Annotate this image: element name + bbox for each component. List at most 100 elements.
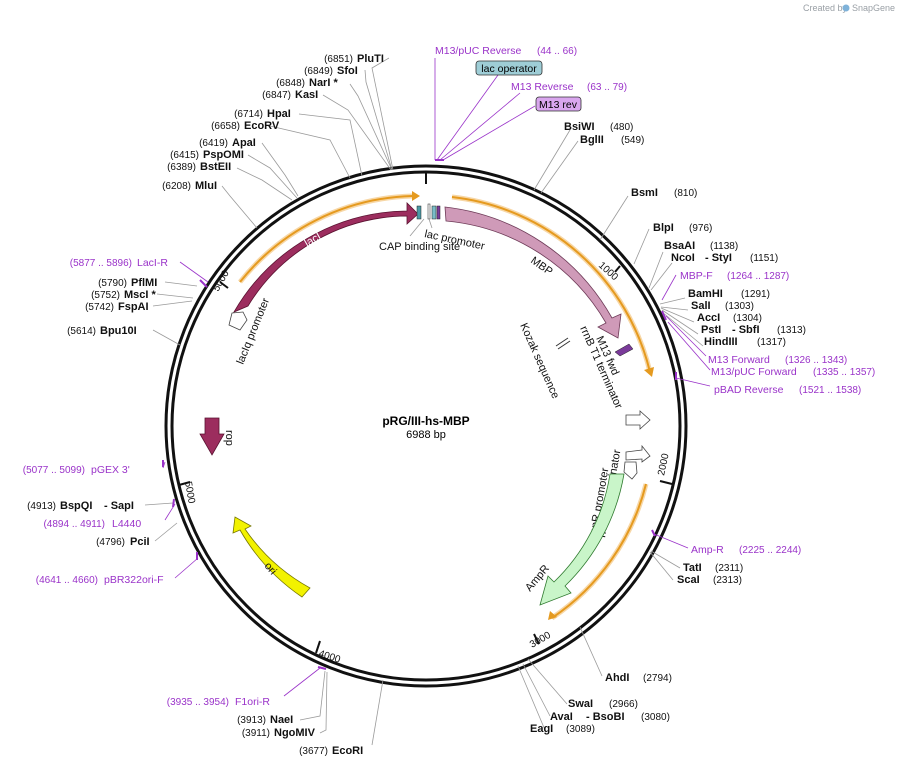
feature-lac-operator[interactable] — [431, 205, 437, 220]
enzyme-bsaAI[interactable]: BsaAI — [664, 240, 695, 252]
enzyme-pos-bamHI: (1291) — [741, 289, 770, 300]
primer-m13-forward[interactable]: M13 Forward — [708, 354, 770, 366]
tick-6000 — [219, 281, 229, 289]
enzyme-pos-apaI: (6419) — [199, 138, 228, 149]
primer-mbp-f[interactable]: MBP-F — [680, 270, 713, 282]
feature-rop[interactable] — [199, 417, 225, 456]
primer-pgex3[interactable]: pGEX 3' — [91, 464, 130, 476]
enzyme-pspOMI[interactable]: PspOMI — [203, 149, 244, 161]
enzyme-ahdI[interactable]: AhdI — [605, 672, 629, 684]
enzyme-bstEII[interactable]: BstEII — [200, 161, 231, 173]
plasmid-length: 6988 bp — [406, 429, 446, 441]
lacprom-leader — [428, 218, 433, 229]
enzyme-styI[interactable]: - StyI — [705, 252, 732, 264]
enzyme-pos-salI: (1303) — [725, 301, 754, 312]
enzyme-pflMI[interactable]: PflMI — [131, 277, 157, 289]
enzyme-tatI[interactable]: TatI — [683, 562, 702, 574]
feature-cap-site[interactable] — [416, 205, 422, 220]
primer-range-l4440: (4894 .. 4911) — [43, 519, 105, 530]
enzyme-plutI[interactable]: PluTI — [357, 53, 384, 65]
enzymes-left: (5790) PflMI (5752) MscI * (5742) FspAI … — [27, 277, 157, 548]
primer-m13-reverse[interactable]: M13 Reverse — [511, 81, 574, 93]
enzyme-pos-narI: (6848) — [276, 78, 305, 89]
primer-f1ori-r[interactable]: F1ori-R — [235, 696, 270, 708]
enzyme-pos-mscI: (5752) — [91, 290, 120, 301]
enzyme-sbfI[interactable]: - SbfI — [732, 324, 760, 336]
enzyme-pos-hpaI: (6714) — [234, 109, 263, 120]
enzyme-avaI[interactable]: AvaI — [550, 711, 573, 723]
enzymes-right: BsiWI (480) BglII (549) BsmI (810) BlpI … — [530, 121, 806, 735]
primer-laci-r[interactable]: LacI-R — [137, 257, 168, 269]
enzyme-naeI[interactable]: NaeI — [270, 714, 293, 726]
enzyme-pos-accI: (1304) — [733, 313, 762, 324]
enzyme-pciI[interactable]: PciI — [130, 536, 150, 548]
enzyme-scaI[interactable]: ScaI — [677, 574, 700, 586]
lac-operator-box[interactable] — [475, 60, 543, 76]
enzyme-ecoRI[interactable]: EcoRI — [332, 745, 363, 757]
feature-ori[interactable] — [232, 516, 311, 598]
enzyme-mscI[interactable]: MscI * — [124, 289, 157, 301]
enzyme-pos-pstI: (1313) — [777, 325, 806, 336]
enzyme-bsoBI[interactable]: - BsoBI — [586, 711, 625, 723]
plasmid-name: pRG/III-hs-MBP — [382, 414, 469, 428]
enzyme-hindIII[interactable]: HindIII — [704, 336, 738, 348]
enzyme-salI[interactable]: SalI — [691, 300, 711, 312]
enzyme-pos-fspAI: (5742) — [85, 302, 114, 313]
feature-mbp[interactable] — [444, 206, 622, 339]
enzyme-bglII[interactable]: BglII — [580, 134, 604, 146]
enzyme-ecoRV[interactable]: EcoRV — [244, 120, 280, 132]
enzyme-leaders — [144, 57, 704, 746]
enzyme-pos-bpu10I: (5614) — [67, 326, 96, 337]
enzyme-hpaI[interactable]: HpaI — [267, 108, 291, 120]
feature-ampr[interactable] — [539, 473, 625, 606]
primer-leaders — [162, 58, 711, 697]
orf-arrowhead-mbp — [644, 367, 654, 377]
tick-4000 — [315, 640, 321, 654]
feature-lac-promoter[interactable] — [427, 203, 431, 220]
enzyme-mluI[interactable]: MluI — [195, 180, 217, 192]
primer-pbr322ori-f[interactable]: pBR322ori-F — [104, 574, 164, 586]
feature-kozak[interactable] — [555, 337, 569, 347]
enzyme-kasI[interactable]: KasI — [295, 89, 318, 101]
feature-m13-rev[interactable] — [436, 205, 441, 220]
feature-ampr-promoter[interactable] — [623, 461, 638, 480]
primer-m13-puc-forward[interactable]: M13/pUC Forward — [711, 366, 797, 378]
primer-marks — [162, 159, 677, 670]
enzyme-apaI[interactable]: ApaI — [232, 137, 256, 149]
feature-label-kozak: Kozak sequence — [517, 321, 561, 400]
enzyme-sfoI[interactable]: SfoI — [337, 65, 358, 77]
enzyme-bsiWI[interactable]: BsiWI — [564, 121, 595, 133]
enzyme-narI[interactable]: NarI * — [309, 77, 338, 89]
enzyme-ncoI[interactable]: NcoI — [671, 252, 695, 264]
enzyme-pos-kasI: (6847) — [262, 90, 291, 101]
enzyme-pos-bsmI: (810) — [674, 188, 697, 199]
primer-amp-r[interactable]: Amp-R — [691, 544, 724, 556]
enzyme-bsmI[interactable]: BsmI — [631, 187, 658, 199]
backbone-outer — [164, 164, 688, 688]
enzyme-bpu10I[interactable]: Bpu10I — [100, 325, 137, 337]
enzyme-sapI[interactable]: - SapI — [104, 500, 134, 512]
cap-leader — [409, 218, 425, 237]
enzyme-bamHI[interactable]: BamHI — [688, 288, 723, 300]
ticks — [178, 172, 673, 654]
feature-rrnb-t2[interactable] — [625, 444, 651, 463]
enzyme-pos-bsaAI: (1138) — [710, 241, 738, 252]
m13-rev-box[interactable] — [535, 96, 582, 112]
enzyme-ngoMIV[interactable]: NgoMIV — [274, 727, 316, 739]
primer-pbad-reverse[interactable]: pBAD Reverse — [714, 384, 784, 396]
enzyme-eagI[interactable]: EagI — [530, 723, 553, 735]
primer-l4440[interactable]: L4440 — [112, 518, 141, 530]
enzyme-pos-eagI: (3089) — [566, 724, 595, 735]
enzyme-bspQI[interactable]: BspQI — [60, 500, 92, 512]
enzyme-fspAI[interactable]: FspAI — [118, 301, 149, 313]
feature-laciq-promoter[interactable] — [228, 311, 248, 331]
enzyme-accI[interactable]: AccI — [697, 312, 720, 324]
orf-arc-laci — [239, 195, 413, 283]
feature-rrnb-t1[interactable] — [625, 410, 651, 430]
enzyme-pstI[interactable]: PstI — [701, 324, 721, 336]
feature-m13-fwd[interactable] — [614, 343, 634, 357]
enzyme-blpI[interactable]: BlpI — [653, 222, 674, 234]
primer-m13-puc-reverse[interactable]: M13/pUC Reverse — [435, 45, 522, 57]
tick-label-6000: 5000 — [211, 268, 232, 293]
enzyme-swaI[interactable]: SwaI — [568, 698, 593, 710]
